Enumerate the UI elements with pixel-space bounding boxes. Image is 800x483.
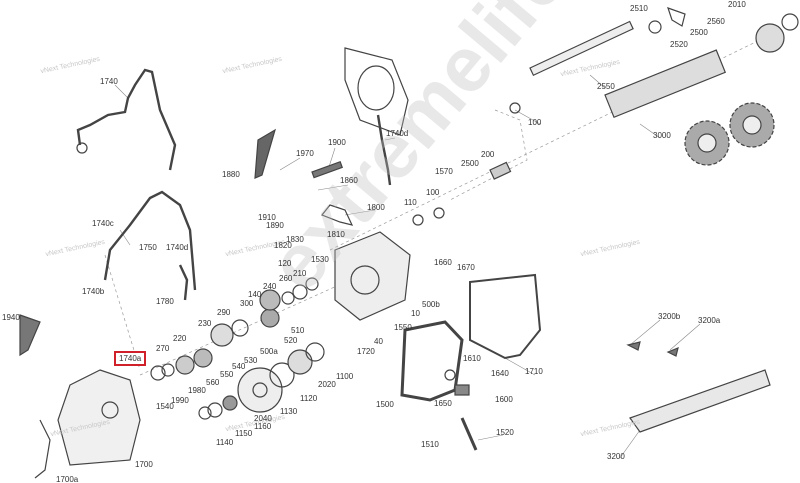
part-callout: 1910 (258, 213, 276, 222)
part-callout: 1980 (188, 386, 206, 395)
part-callout: 1720 (357, 347, 375, 356)
part-callout: 1700a (56, 475, 79, 483)
part-callout: 520 (284, 336, 298, 345)
part-callout: 1650 (434, 399, 452, 408)
part-callout: 2560 (707, 17, 725, 26)
part-callout: 1600 (495, 395, 513, 404)
brake-tubes (76, 68, 392, 301)
part-callout: 1800 (367, 203, 385, 212)
part-callout: 560 (206, 378, 220, 387)
part-callout: 1150 (235, 429, 253, 438)
part-callout: 140 (248, 290, 262, 299)
part-callout: 1500 (376, 400, 394, 409)
part-callout: 500a (260, 347, 278, 356)
part-callout: 1880 (222, 170, 240, 179)
part-callout: 2520 (670, 40, 688, 49)
part-callout: 200 (481, 150, 495, 159)
part-callout: 230 (198, 319, 212, 328)
part-callout: 550 (220, 370, 234, 379)
part-callout: 2510 (630, 4, 648, 13)
part-callout: 530 (244, 356, 258, 365)
part-callout: 10 (411, 309, 420, 318)
part-callout: 1830 (286, 235, 304, 244)
part-callout: 300 (240, 299, 254, 308)
part-callout: 1990 (171, 396, 189, 405)
part-callout: 1860 (340, 176, 358, 185)
part-callout: 2040 (254, 414, 272, 423)
part-callout: 1550 (394, 323, 412, 332)
part-callout: 3200b (658, 312, 681, 321)
part-callout: 1520 (496, 428, 514, 437)
part-callout: 2500 (461, 159, 479, 168)
part-callout: 270 (156, 344, 170, 353)
part-callout: 2020 (318, 380, 336, 389)
part-callout: 3200 (607, 452, 625, 461)
part-callout: 1160 (254, 422, 272, 431)
part-callout: 2010 (728, 0, 746, 9)
part-callout: 1610 (463, 354, 481, 363)
gears (150, 277, 325, 420)
part-callout: 1120 (300, 394, 318, 403)
part-callout: 3000 (653, 131, 671, 140)
highlighted-part-callout: 1740a (114, 351, 147, 366)
part-callout: 1660 (434, 258, 452, 267)
part-callout: 510 (291, 326, 305, 335)
part-callout: 1810 (327, 230, 345, 239)
part-callout: 1140 (216, 438, 234, 447)
part-callout: 1100 (336, 372, 354, 381)
part-callout: 1940 (2, 313, 20, 322)
part-callout: 1740d (166, 243, 189, 252)
part-callout: 290 (217, 308, 231, 317)
part-callout: 260 (279, 274, 293, 283)
part-callout: 3200a (698, 316, 721, 325)
part-callout: 220 (173, 334, 187, 343)
part-callout: 1510 (421, 440, 439, 449)
part-callout: 1670 (457, 263, 475, 272)
part-callout: 500b (422, 300, 440, 309)
part-callout: 100 (426, 188, 440, 197)
part-callout: 1530 (311, 255, 329, 264)
part-callout: 1820 (274, 241, 292, 250)
leader-lines (114, 74, 701, 459)
part-callout: 1740b (82, 287, 105, 296)
part-callout: 2550 (597, 82, 615, 91)
part-callout: 1740d (386, 129, 409, 138)
part-callout: 1890 (266, 221, 284, 230)
part-callout: 1540 (156, 402, 174, 411)
part-callout: 540 (232, 362, 246, 371)
part-callout: 240 (263, 282, 277, 291)
part-callout: 40 (374, 337, 383, 346)
part-callout: 1570 (435, 167, 453, 176)
part-callout: 210 (293, 269, 307, 278)
part-callout: 120 (278, 259, 292, 268)
part-callout: 1900 (328, 138, 346, 147)
part-callout: 1130 (280, 407, 298, 416)
part-callout: 1750 (139, 243, 157, 252)
part-callout: 1700 (135, 460, 153, 469)
part-callout: 110 (404, 198, 417, 207)
part-callout: 1640 (491, 369, 509, 378)
part-callout: 100 (528, 118, 542, 127)
part-callout: 1740c (92, 219, 114, 228)
part-callout: 1710 (525, 367, 543, 376)
part-callout: 1740 (100, 77, 118, 86)
parts (19, 7, 799, 479)
part-callout: 1970 (296, 149, 314, 158)
part-callout: 1780 (156, 297, 174, 306)
part-callout: 2500 (690, 28, 708, 37)
